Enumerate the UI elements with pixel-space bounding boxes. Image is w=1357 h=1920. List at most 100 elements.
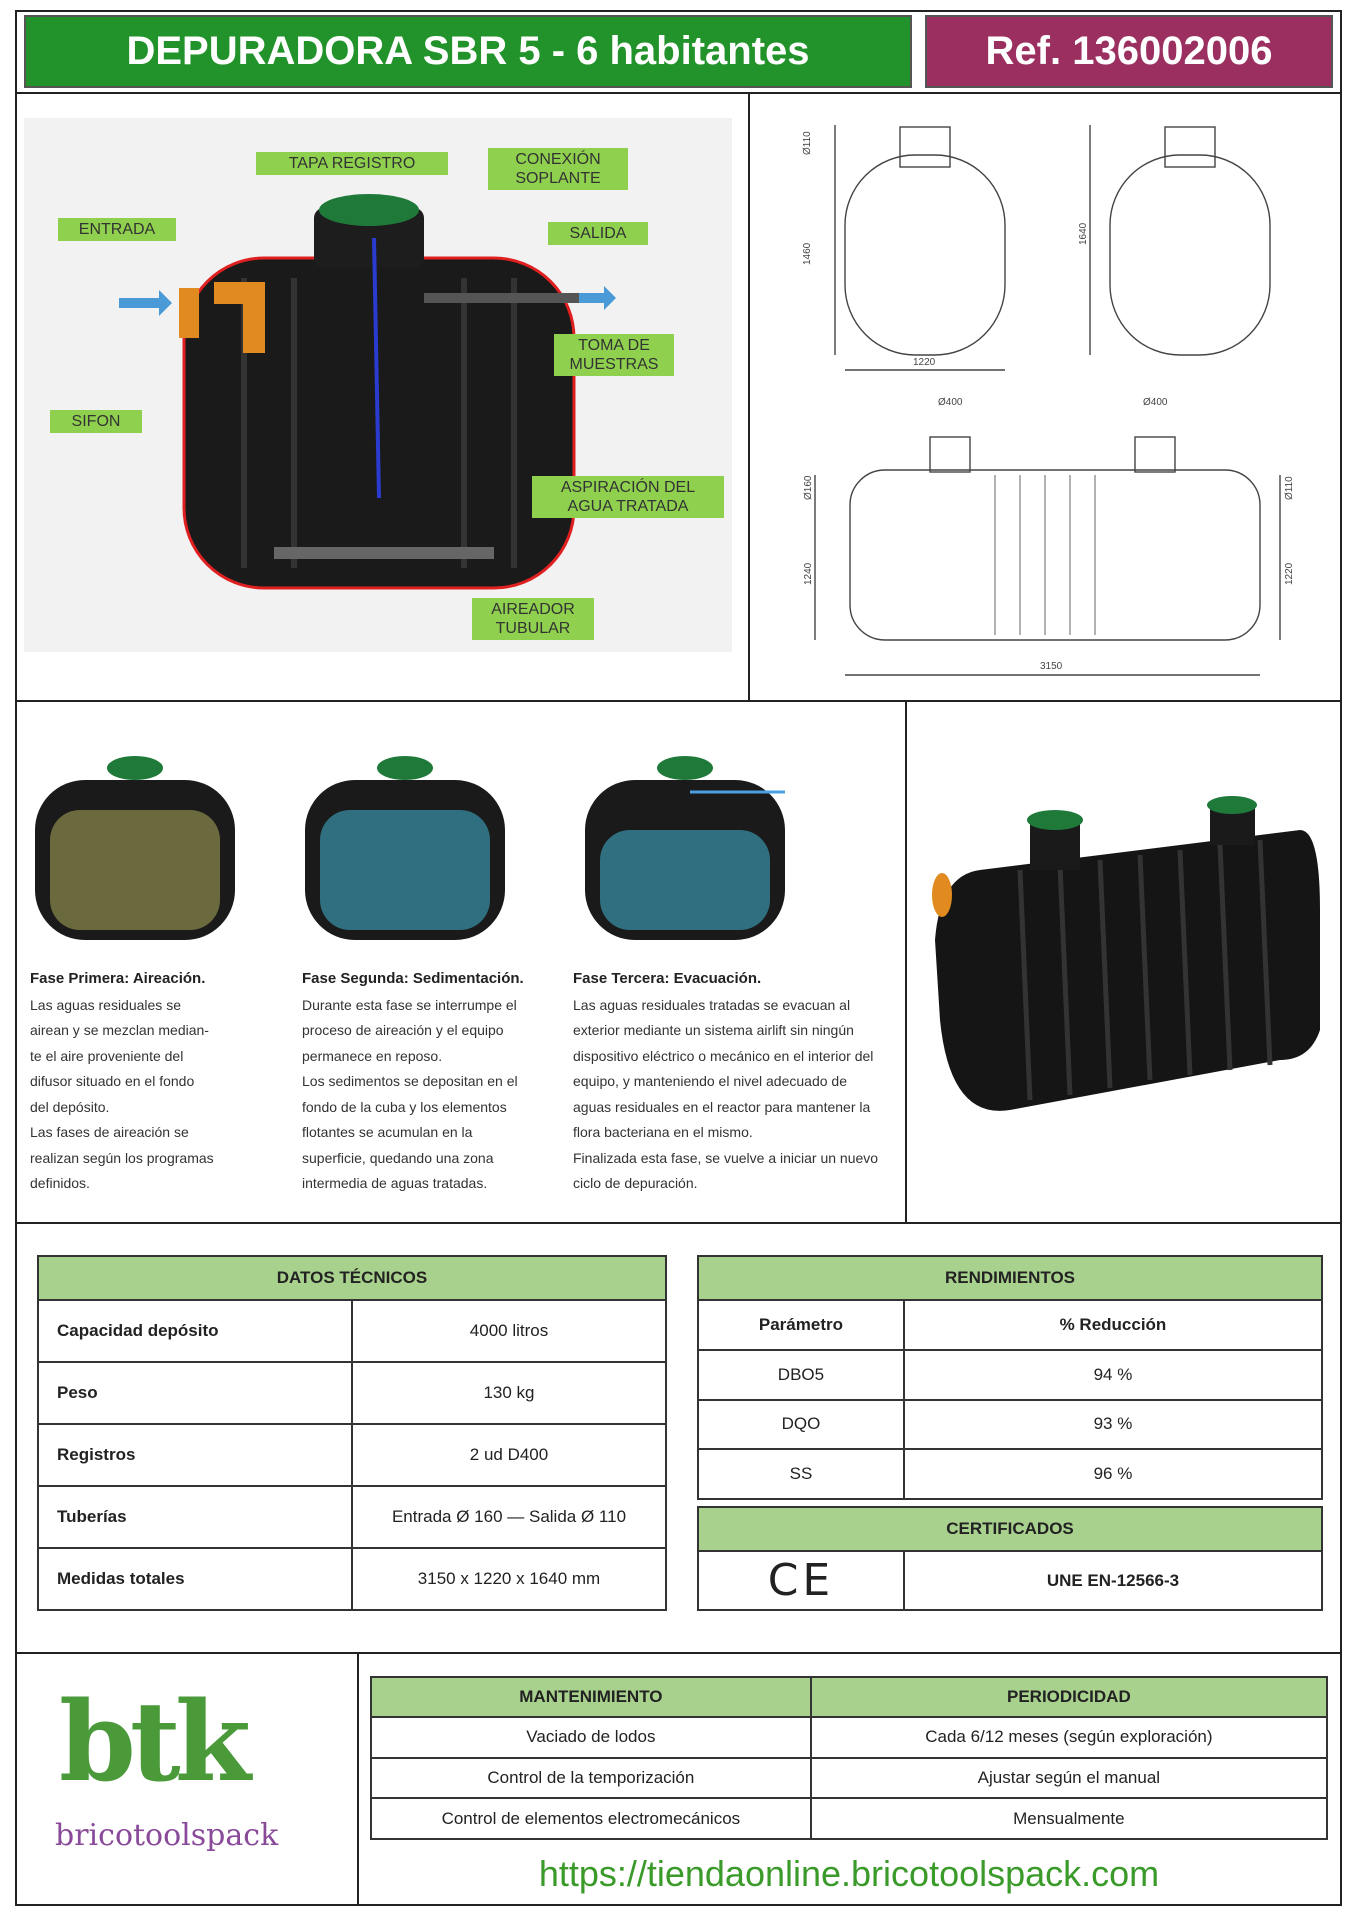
text-line: dispositivo eléctrico o mecánico en el i…	[573, 1047, 874, 1064]
text-line: Las aguas residuales tratadas se evacuan…	[573, 996, 851, 1013]
logo-bricotoolspack: bricotoolspack	[55, 1818, 279, 1853]
value: 93 %	[902, 1398, 1324, 1451]
row-label: Peso	[37, 1361, 353, 1425]
text-line: ciclo de depuración.	[573, 1175, 698, 1191]
period: Mensualmente	[809, 1797, 1329, 1840]
rendimientos-title: RENDIMIENTOS	[697, 1255, 1323, 1301]
text-line: flora bacteriana en el mismo.	[573, 1124, 753, 1140]
row-value: 3150 x 1220 x 1640 mm	[351, 1547, 667, 1611]
param: DBO5	[697, 1348, 905, 1401]
label-entrada: ENTRADA	[58, 218, 176, 241]
dim-1460: 1460	[802, 242, 813, 265]
dim-d160: Ø160	[803, 475, 814, 500]
param: DQO	[697, 1398, 905, 1451]
text-line: Durante esta fase se interrumpe el	[302, 996, 517, 1013]
text-line: intermedia de aguas tratadas.	[302, 1175, 488, 1191]
certificados-title: CERTIFICADOS	[697, 1506, 1323, 1552]
divider	[357, 1652, 359, 1906]
product-ref: Ref. 136002006	[925, 15, 1333, 88]
divider	[748, 92, 750, 700]
text-line: realizan según los programas	[30, 1149, 214, 1166]
phase-1-image	[35, 756, 235, 940]
dim-1640: 1640	[1078, 222, 1089, 245]
task: Vaciado de lodos	[370, 1716, 812, 1759]
text-line: aguas residuales en el reactor para mant…	[573, 1098, 871, 1115]
dim-d110-b: Ø110	[1284, 476, 1295, 500]
row-value: 2 ud D400	[351, 1423, 667, 1487]
datos-title: DATOS TÉCNICOS	[37, 1255, 667, 1301]
dim-d110: Ø110	[802, 131, 813, 155]
technical-drawing-image: Ø110 1460 1220 1640 Ø400 Ø400 Ø160 1240 …	[802, 125, 1295, 676]
phase-1-title: Fase Primera: Aireación.	[30, 970, 206, 987]
phase-2-title: Fase Segunda: Sedimentación.	[302, 970, 524, 987]
row-label: Medidas totales	[37, 1547, 353, 1611]
phase-images	[35, 756, 785, 940]
phase-2-image	[305, 756, 505, 940]
header-parametro: Parámetro	[697, 1299, 905, 1351]
param: SS	[697, 1448, 905, 1500]
dim-d400-b: Ø400	[1143, 397, 1168, 408]
text-line: del depósito.	[30, 1098, 110, 1115]
text-line: fondo de la cuba y los elementos	[302, 1098, 507, 1115]
divider	[15, 1222, 1342, 1224]
tank-cutaway-image	[119, 194, 616, 590]
text-line: difusor situado en el fondo	[30, 1073, 195, 1089]
label-toma-muestras: TOMA DE MUESTRAS	[554, 334, 674, 376]
row-value: 4000 litros	[351, 1299, 667, 1363]
text-line: definidos.	[30, 1175, 90, 1191]
header-reduccion: % Reducción	[902, 1299, 1324, 1351]
technical-drawings: Ø110 1460 1220 1640 Ø400 Ø400 Ø160 1240 …	[760, 115, 1335, 685]
ce-mark: CE	[697, 1550, 905, 1611]
text-line: equipo, y manteniendo el nivel adecuado …	[573, 1073, 847, 1089]
phase-2: Fase Segunda: Sedimentación. Durante est…	[302, 966, 562, 1197]
row-label: Registros	[37, 1423, 353, 1487]
text-line: permanece en reposo.	[302, 1047, 443, 1064]
dim-1220: 1220	[913, 357, 936, 368]
dim-1220-b: 1220	[1284, 562, 1295, 585]
row-label: Capacidad depósito	[37, 1299, 353, 1363]
task: Control de elementos electromecánicos	[370, 1797, 812, 1840]
label-aireador: AIREADOR TUBULAR	[472, 598, 594, 640]
dim-1240: 1240	[803, 562, 814, 585]
tank-exterior-image	[932, 796, 1320, 1111]
phase-1: Fase Primera: Aireación. Las aguas resid…	[30, 966, 280, 1197]
logo-btk: btk	[59, 1677, 251, 1806]
label-aspiracion: ASPIRACIÓN DEL AGUA TRATADA	[532, 476, 724, 518]
label-sifon: SIFON	[50, 410, 142, 433]
value: 94 %	[902, 1348, 1324, 1401]
header-mantenimiento: MANTENIMIENTO	[370, 1676, 812, 1718]
page-frame	[15, 10, 1342, 1906]
row-value: 130 kg	[351, 1361, 667, 1425]
period: Cada 6/12 meses (según exploración)	[809, 1716, 1329, 1759]
text-line: exterior mediante un sistema airlift sin…	[573, 1022, 854, 1038]
divider	[15, 92, 1342, 94]
text-line: te el aire proveniente del	[30, 1047, 184, 1064]
header-periodicidad: PERIODICIDAD	[809, 1676, 1329, 1718]
certificate-standard: UNE EN-12566-3	[902, 1550, 1324, 1611]
dim-d400-a: Ø400	[938, 397, 963, 408]
divider	[905, 700, 907, 1222]
phase-3-image	[585, 756, 785, 940]
cutaway-diagram: TAPA REGISTRO CONEXIÓN SOPLANTE ENTRADA …	[24, 118, 732, 652]
dim-3150: 3150	[1040, 661, 1063, 672]
label-salida: SALIDA	[548, 222, 648, 245]
value: 96 %	[902, 1448, 1324, 1500]
text-line: Las fases de aireación se	[30, 1124, 189, 1140]
text-line: Los sedimentos se depositan en el	[302, 1073, 518, 1089]
text-line: flotantes se acumulan en la	[302, 1124, 473, 1140]
btk-logo: btk bricotoolspack	[55, 1672, 345, 1872]
website-link[interactable]: https://tiendaonline.bricotoolspack.com	[538, 1853, 1160, 1894]
product-title: DEPURADORA SBR 5 - 6 habitantes	[24, 15, 912, 88]
label-conexion-soplante: CONEXIÓN SOPLANTE	[488, 148, 628, 190]
text-line: superficie, quedando una zona	[302, 1149, 494, 1166]
label-tapa-registro: TAPA REGISTRO	[256, 152, 448, 175]
row-label: Tuberías	[37, 1485, 353, 1549]
divider	[15, 700, 1342, 702]
row-value: Entrada Ø 160 — Salida Ø 110	[351, 1485, 667, 1549]
task: Control de la temporización	[370, 1756, 812, 1800]
phase-3: Fase Tercera: Evacuación. Las aguas resi…	[573, 966, 903, 1197]
